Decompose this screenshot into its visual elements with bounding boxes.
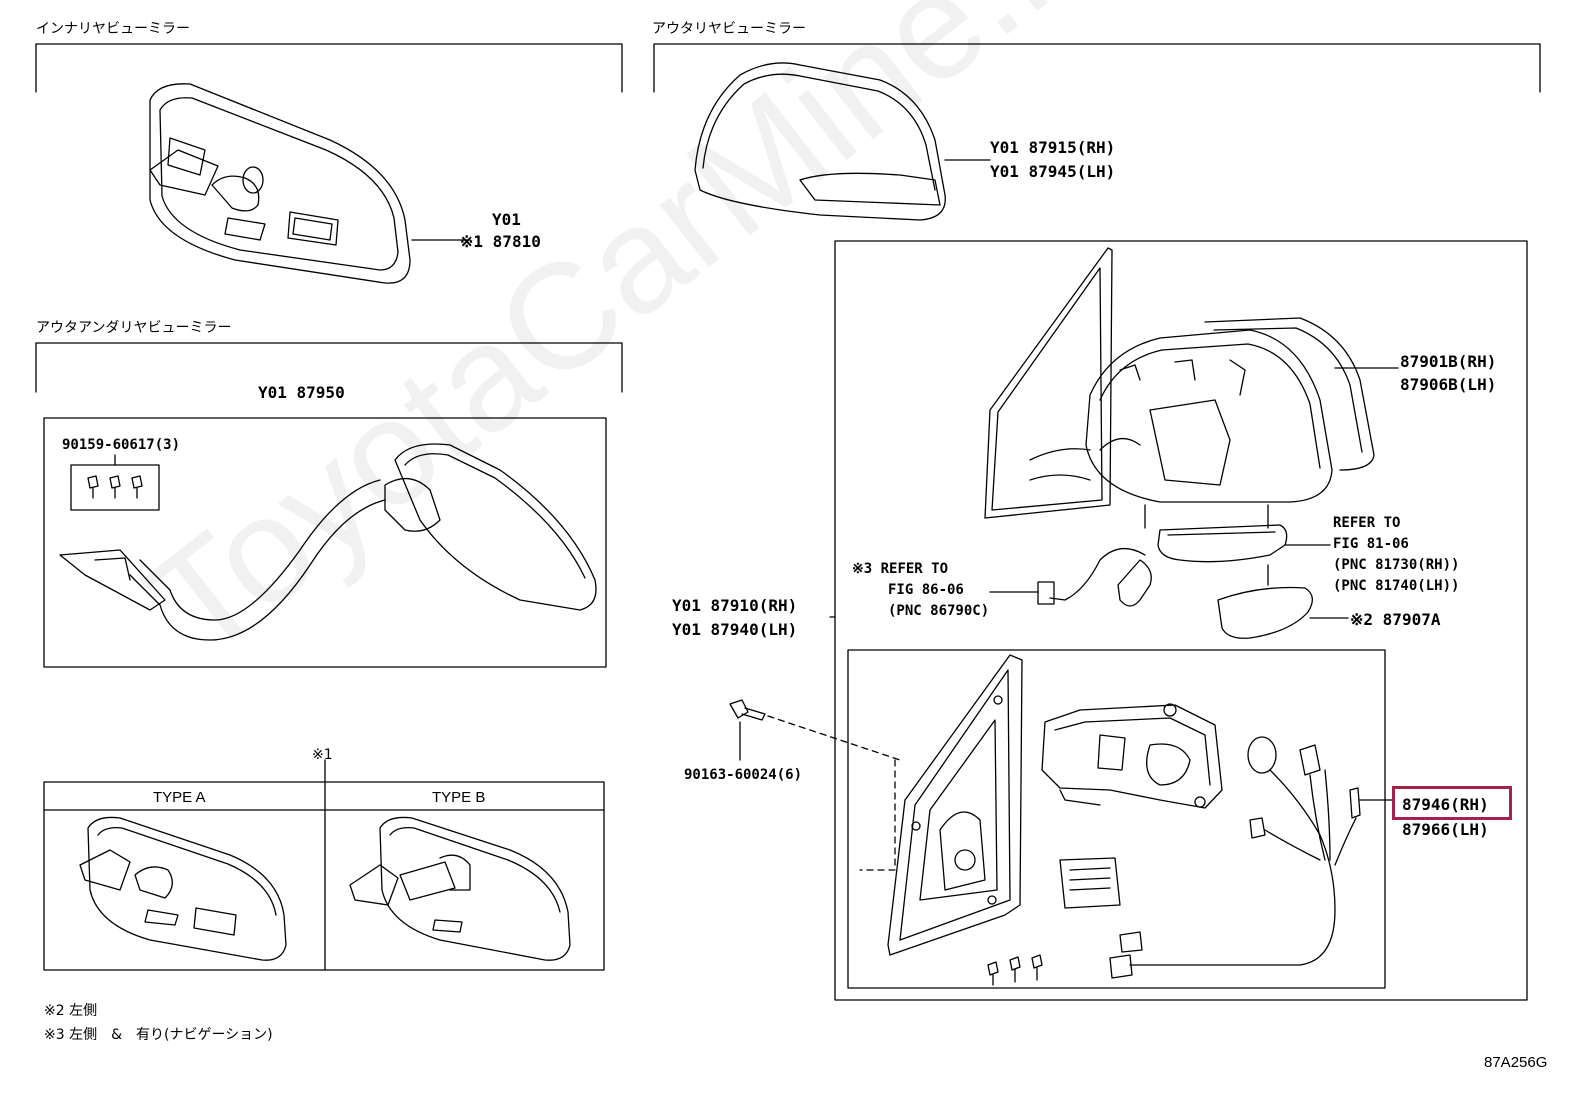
- refer1-line1: REFER TO: [1333, 515, 1401, 531]
- wire-lh-label[interactable]: 87966(LH): [1402, 820, 1489, 839]
- inner-part-label[interactable]: ※1 87810: [460, 232, 541, 251]
- type-a-drawing: [79, 816, 287, 961]
- wire-harness-drawing: [1109, 736, 1393, 979]
- turn-lamp-drawing: [989, 504, 1349, 639]
- inner-mirror-drawing: [149, 83, 471, 284]
- refer1-line3: (PNC 81730(RH)): [1333, 557, 1460, 573]
- highlight-box: [1392, 786, 1512, 820]
- refer3-line3: (PNC 86790C): [888, 603, 990, 619]
- mirror-lh-label[interactable]: 87906B(LH): [1400, 375, 1497, 394]
- screws-bottom-drawing: [987, 954, 1043, 986]
- type-marker: ※1: [312, 747, 333, 763]
- mirror-cover-drawing: [694, 62, 991, 221]
- refer3-line2[interactable]: FIG 86-06: [888, 582, 964, 598]
- cover-lh-label[interactable]: Y01 87945(LH): [990, 162, 1116, 181]
- motor-drawing: [1041, 703, 1223, 809]
- connector-drawing: [1059, 857, 1121, 909]
- type-b-drawing: [349, 816, 571, 961]
- type-a-label: TYPE A: [153, 789, 206, 806]
- wire-rh-label[interactable]: 87946(RH): [1402, 795, 1489, 814]
- note-3: ※3 左側 & 有り(ナビゲーション): [44, 1027, 273, 1043]
- under-section-title: アウタアンダリヤビューミラー: [36, 320, 232, 336]
- outer-section-title: アウタリヤビューミラー: [652, 21, 806, 37]
- refer1-line4: (PNC 81740(LH)): [1333, 578, 1460, 594]
- inner-section-bracket: [35, 43, 623, 93]
- note-2: ※2 左側: [44, 1003, 98, 1019]
- screws-part-label[interactable]: 90159-60617(3): [62, 437, 181, 453]
- base-assy-frame: [847, 649, 1386, 989]
- under-section-bracket: [35, 342, 623, 393]
- assy-rh-label[interactable]: Y01 87910(RH): [672, 596, 798, 615]
- type-b-label: TYPE B: [432, 789, 486, 806]
- outer-section-bracket: [653, 43, 1541, 93]
- diagram-code: 87A256G: [1484, 1054, 1548, 1071]
- refer3-line1: ※3 REFER TO: [852, 561, 949, 577]
- cover-rh-label[interactable]: Y01 87915(RH): [990, 138, 1116, 157]
- inner-section-title: インナリヤビューミラー: [36, 21, 190, 37]
- refer1-line2[interactable]: FIG 81-06: [1333, 536, 1409, 552]
- inner-prefix-label[interactable]: Y01: [492, 210, 521, 229]
- type-table: [43, 759, 605, 971]
- under-part-label[interactable]: Y01 87950: [258, 383, 345, 402]
- under-mirror-drawing: [59, 443, 597, 641]
- bolts-label[interactable]: 90163-60024(6): [684, 767, 803, 783]
- mirror-housing-drawing: [984, 247, 1399, 519]
- mirror-rh-label[interactable]: 87901B(RH): [1400, 352, 1497, 371]
- lamp-cover-label[interactable]: ※2 87907A: [1350, 610, 1441, 629]
- mirror-base-drawing: [859, 654, 1023, 956]
- under-mirror-box: [43, 417, 607, 668]
- mirror-assy-frame: [829, 240, 1528, 1001]
- assy-lh-label[interactable]: Y01 87940(LH): [672, 620, 798, 639]
- bolt-drawing: [729, 699, 901, 761]
